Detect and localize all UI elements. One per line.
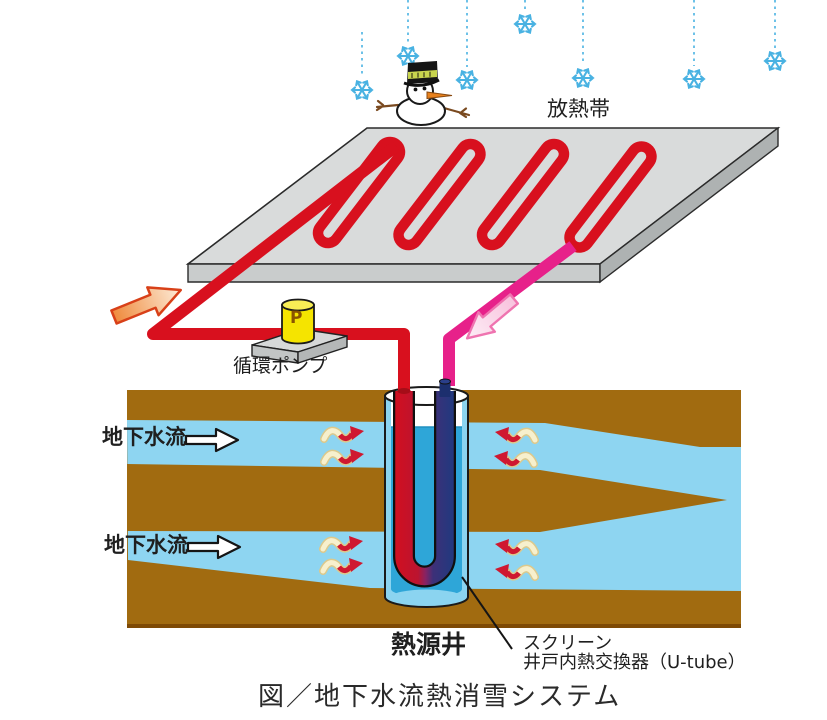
snowflake-icon	[515, 14, 535, 34]
circulation-pump-label: 循環ポンプ	[233, 355, 328, 377]
snowflake-icon	[765, 51, 785, 71]
pump-cylinder-icon	[281, 304, 315, 345]
pump-symbol-label: P	[290, 308, 303, 328]
u-tube-heat-exchanger	[395, 391, 454, 586]
well-bottom	[391, 589, 462, 605]
snowman-icon	[375, 61, 471, 126]
earth-bottom-edge	[127, 624, 741, 628]
snowfall	[352, 0, 785, 100]
snowflake-icon	[352, 80, 372, 100]
snowflake-icon	[457, 70, 477, 90]
figure-caption: 図／地下水流熱消雪システム	[258, 682, 622, 712]
screen-leader-line	[461, 576, 513, 650]
pump-assembly	[251, 298, 348, 364]
groundwater-flow-upper-label: 地下水流	[102, 425, 186, 449]
well-heat-exchanger-label: 井戸内熱交換器（U-tube）	[523, 652, 746, 673]
radiant-zone-label: 放熱帯	[547, 97, 610, 121]
snow-fall-line	[361, 0, 776, 77]
groundwater-flow-lower-label: 地下水流	[104, 533, 188, 557]
supply-pipe-red	[147, 141, 410, 393]
cold-pipe-collar	[439, 381, 451, 397]
piping	[147, 141, 577, 397]
hot-pipe-cap	[397, 388, 411, 394]
screen-label: スクリーン	[523, 633, 613, 654]
heat-source-well-label: 熱源井	[391, 630, 467, 659]
snowflake-icon	[573, 68, 593, 88]
snowflake-icon	[684, 69, 704, 89]
return-pipe-pink	[443, 241, 577, 386]
heat-source-well	[384, 386, 469, 608]
heating-coil	[312, 136, 657, 253]
